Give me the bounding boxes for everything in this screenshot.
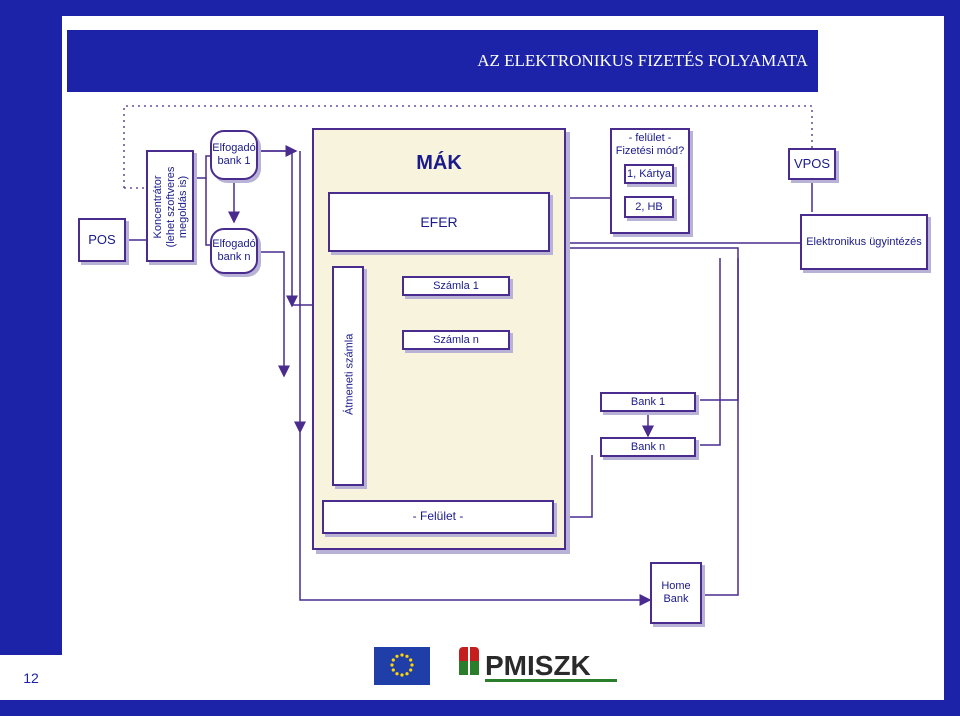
eu-flag-logo	[374, 647, 430, 685]
dotted-path-pos-vpos	[123, 105, 813, 188]
vpos-box: VPOS	[788, 148, 836, 180]
szamla-n-box: Számla n	[402, 330, 510, 350]
line-homebank-right	[703, 258, 739, 596]
frame-bottom	[0, 700, 960, 716]
home-bank-label: Home Bank	[661, 580, 691, 605]
pos-label: POS	[88, 231, 116, 247]
line-bank-routes-2	[700, 258, 721, 446]
szamla-n-label: Számla n	[433, 333, 479, 346]
elfogado-bank-n-label: Elfogadó bank n	[212, 238, 256, 263]
line-bank1-right	[258, 150, 298, 308]
pmiszk-logo: PMISZK	[457, 641, 622, 689]
vpos-label: VPOS	[793, 155, 831, 171]
eu-stars-icon	[390, 653, 414, 677]
hb-label: 2, HB	[635, 200, 663, 213]
line-bankn-right	[258, 251, 290, 378]
bank-n-box: Bank n	[600, 437, 696, 457]
elfogado-bank-n-box: Elfogadó bank n	[210, 228, 258, 274]
svg-text:PMISZK: PMISZK	[485, 650, 591, 681]
hb-box: 2, HB	[624, 196, 674, 218]
pos-box: POS	[78, 218, 126, 262]
frame-left	[0, 0, 62, 716]
koncentrator-label: Koncentrátor (lehet szoftveres megoldás …	[152, 166, 190, 248]
szamla-1-box: Számla 1	[402, 276, 510, 296]
page-number: 12	[0, 655, 62, 700]
frame-top	[62, 0, 960, 16]
atmeneti-szamla-box: Átmeneti számla	[332, 266, 364, 486]
elektronikus-ugyintezes-box: Elektronikus ügyintézés	[800, 214, 928, 270]
felulet-box: - Felület -	[322, 500, 554, 534]
kartya-box: 1, Kártya	[624, 164, 674, 184]
koncentrator-box: Koncentrátor (lehet szoftveres megoldás …	[146, 150, 194, 262]
atmeneti-szamla-label: Átmeneti számla	[343, 333, 356, 415]
kartya-label: 1, Kártya	[626, 167, 672, 180]
felulet-fizetesi-mod-label: - felület - Fizetési mód?	[615, 132, 685, 157]
slide-title: AZ ELEKTRONIKUS FIZETÉS FOLYAMATA	[67, 30, 818, 92]
elektronikus-ugyintezes-label: Elektronikus ügyintézés	[806, 235, 922, 248]
bank-1-box: Bank 1	[600, 392, 696, 412]
szamla-1-label: Számla 1	[433, 279, 479, 292]
mak-label: MÁK	[416, 152, 462, 174]
bank-1-label: Bank 1	[630, 395, 666, 408]
frame-right	[944, 0, 960, 716]
elfogado-bank-1-box: Elfogadó bank 1	[210, 130, 258, 180]
felulet-label: - Felület -	[412, 509, 464, 524]
line-felulet	[555, 455, 593, 518]
pmiszk-logo-graphic: PMISZK	[459, 647, 617, 682]
elfogado-bank-1-label: Elfogadó bank 1	[212, 142, 256, 167]
home-bank-box: Home Bank	[650, 562, 702, 624]
efer-label: EFER	[420, 213, 458, 230]
line-left-home	[299, 432, 652, 606]
efer-box: EFER	[328, 192, 550, 252]
bank-n-label: Bank n	[630, 440, 666, 453]
line-bank-routes	[560, 247, 739, 401]
